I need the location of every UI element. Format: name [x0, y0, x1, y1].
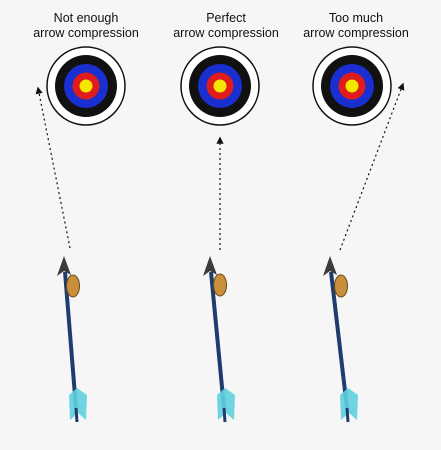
caption-perfect: Perfect arrow compression — [156, 11, 296, 40]
arrow-rest-icon — [334, 274, 348, 298]
target-icon — [312, 46, 392, 126]
caption-line2: arrow compression — [173, 25, 279, 40]
trajectory-line — [35, 86, 71, 249]
caption-line2: arrow compression — [33, 25, 139, 40]
target-icon — [46, 46, 126, 126]
caption-too-much: Too much arrow compression — [286, 11, 426, 40]
caption-line1: Too much — [328, 11, 384, 25]
arrow-rest-icon — [213, 273, 227, 297]
panel-perfect — [180, 46, 260, 423]
arrow-icon — [57, 256, 87, 423]
panel-not-enough — [35, 46, 126, 423]
panel-too-much — [312, 46, 405, 423]
target-icon — [180, 46, 260, 126]
arrow-icon — [323, 256, 358, 423]
caption-line1: Perfect — [206, 11, 246, 25]
caption-line1: Not enough — [53, 11, 119, 25]
caption-line2: arrow compression — [303, 25, 409, 40]
arrow-rest-icon — [66, 274, 80, 298]
caption-not-enough: Not enough arrow compression — [16, 11, 156, 40]
arrow-icon — [203, 256, 235, 423]
